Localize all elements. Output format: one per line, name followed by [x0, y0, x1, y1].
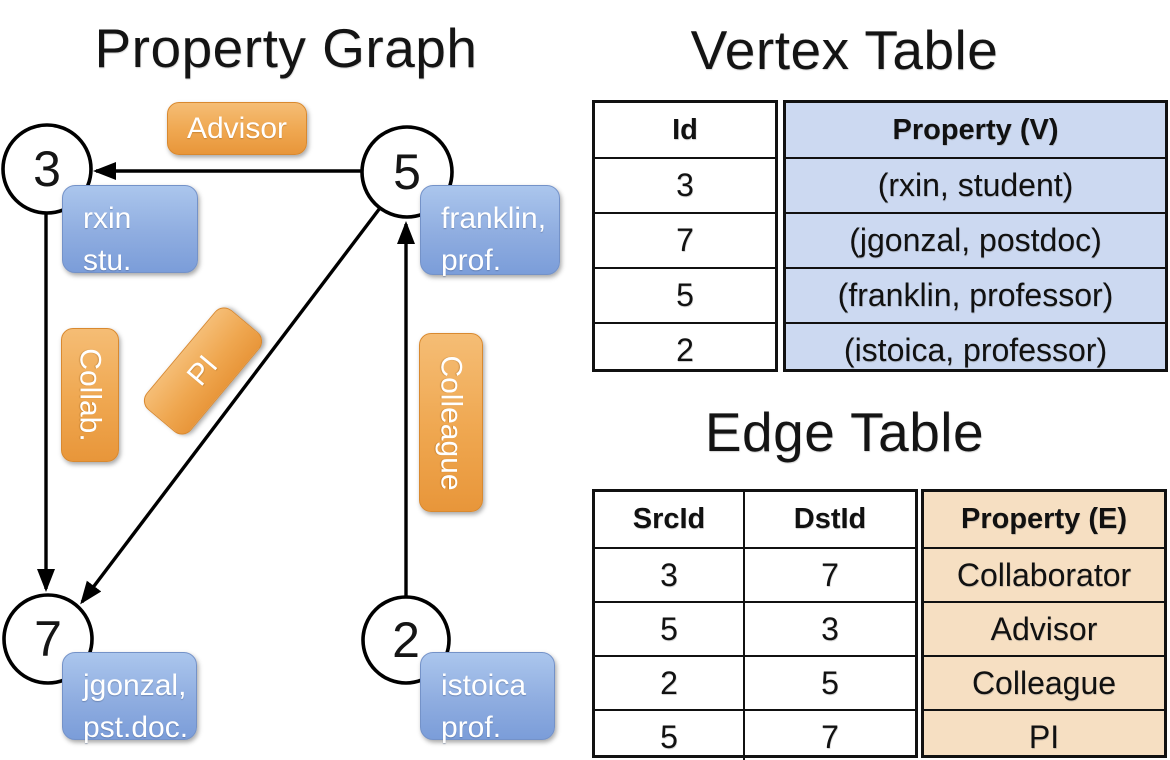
- edge-table-property-cell: Collaborator: [924, 547, 1164, 601]
- edge-table-property-cell: PI: [924, 709, 1164, 760]
- edge-table-srcid-cell: 5: [595, 603, 745, 655]
- graph-edges: [37, 162, 415, 605]
- edge-table-header-row: SrcId DstId: [595, 492, 915, 547]
- edge-table-srcid-cell: 5: [595, 711, 745, 760]
- vertex-callout-istoica-line2: prof.: [441, 711, 502, 744]
- vertex-table-property-header: Property (V): [892, 113, 1059, 146]
- edge-table-row: 3 7: [595, 547, 915, 601]
- vertex-table-id-cell: 7: [595, 212, 775, 267]
- vertex-callout-franklin: franklin, prof.: [420, 185, 560, 277]
- edge-label-pi-text: PI: [180, 349, 225, 393]
- vertex-table-id-column: Id 3 7 5 2: [592, 100, 778, 372]
- edge-table-property-cell: Advisor: [924, 601, 1164, 655]
- vertex-table-id-header: Id: [672, 113, 698, 146]
- edge-table-property-cell: Colleague: [924, 655, 1164, 709]
- edge-table-property-header: Property (E): [961, 503, 1127, 535]
- edge-table-dstid-cell: 7: [821, 718, 839, 755]
- vertex-table-title: Vertex Table: [690, 19, 999, 81]
- vertex-table-property-cell: (jgonzal, postdoc): [786, 212, 1165, 267]
- edge-label-advisor-text: Advisor: [186, 111, 288, 145]
- node-id-5: 5: [393, 144, 421, 200]
- edge-table-dstid-cell: 5: [821, 664, 839, 701]
- vertex-callout-franklin-line2: prof.: [441, 244, 502, 277]
- edge-table-row: 5 3: [595, 601, 915, 655]
- edge-label-collab: Collab.: [61, 328, 119, 462]
- edge-table-dstid-cell: 3: [821, 610, 839, 647]
- property-graph-title: Property Graph: [94, 17, 478, 79]
- vertex-table-id-cell: 2: [595, 322, 775, 377]
- node-id-7: 7: [34, 611, 62, 667]
- edge-table-row: 5 7: [595, 709, 915, 760]
- vertex-callout-franklin-line1: franklin,: [441, 202, 547, 235]
- edge-label-colleague: Colleague: [419, 333, 483, 512]
- edge-table-srcid-cell: 3: [595, 549, 745, 601]
- edge-table-title: Edge Table: [704, 401, 985, 463]
- vertex-callout-jgonzal-line2: pst.doc.: [83, 711, 189, 744]
- vertex-table-property-cell: (franklin, professor): [786, 267, 1165, 322]
- vertex-table-id-cell: 3: [595, 157, 775, 212]
- vertex-callout-rxin: rxin stu.: [62, 185, 198, 277]
- vertex-callout-rxin-line1: rxin: [83, 202, 132, 235]
- vertex-callout-istoica: istoica prof.: [420, 652, 555, 744]
- vertex-table-property-cell: (istoica, professor): [786, 322, 1165, 377]
- edge-table-row: 2 5: [595, 655, 915, 709]
- edge-table-srcid-header: SrcId: [595, 492, 745, 547]
- edge-table-id-columns: SrcId DstId 3 7 5 3 2 5 5 7: [592, 489, 918, 760]
- vertex-callout-jgonzal-line1: jgonzal,: [83, 669, 187, 702]
- node-id-2: 2: [392, 612, 420, 668]
- edge-table-srcid-cell: 2: [595, 657, 745, 709]
- edge-label-advisor: Advisor: [167, 102, 307, 155]
- node-id-3: 3: [33, 141, 61, 197]
- vertex-callout-istoica-line1: istoica: [441, 669, 527, 702]
- vertex-table-property-column: Property (V) (rxin, student) (jgonzal, p…: [783, 100, 1168, 372]
- edge-table-dstid-header: DstId: [793, 503, 867, 535]
- edge-table-property-column: Property (E) Collaborator Advisor Collea…: [921, 489, 1167, 758]
- edge-table-dstid-cell: 7: [821, 556, 839, 593]
- vertex-callout-rxin-line2: stu.: [83, 244, 132, 277]
- vertex-table-id-cell: 5: [595, 267, 775, 322]
- vertex-callout-jgonzal: jgonzal, pst.doc.: [62, 652, 197, 744]
- edge-5-to-7-pi: [80, 206, 382, 605]
- edge-label-collab-text: Collab.: [74, 348, 108, 442]
- vertex-table-property-cell: (rxin, student): [786, 157, 1165, 212]
- edge-label-colleague-text: Colleague: [435, 354, 469, 491]
